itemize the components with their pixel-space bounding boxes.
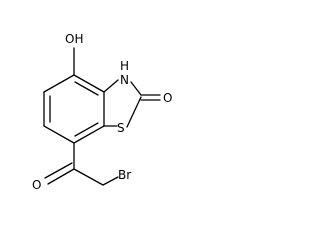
atom-label-ring-o: O <box>163 91 172 105</box>
bond-c4-c5 <box>43 74 75 93</box>
chemical-structure: OH H N O S O Br <box>32 32 172 192</box>
bromoacetyl-group <box>44 142 119 186</box>
bond-carbonyl-o <box>47 168 75 185</box>
bond-c2-s <box>126 96 142 128</box>
atom-label-s: S <box>117 121 125 135</box>
bond-ch2-br <box>102 176 119 186</box>
bond-carbonyl-o-double <box>44 162 73 179</box>
bond-c6-c7 <box>43 125 75 144</box>
bond-n-c2 <box>130 81 142 96</box>
bond-c3a-c4 <box>73 74 105 93</box>
atom-label-ketone-o: O <box>32 178 41 192</box>
bond-carbonyl-ch2 <box>73 168 104 186</box>
thiazolone-ring <box>103 79 161 128</box>
bond-c7-c7a <box>73 125 105 144</box>
bond-c3a-c4-inner <box>74 81 99 96</box>
atom-label-oh: OH <box>65 32 83 46</box>
bond-c3a-n <box>103 79 119 93</box>
benzene-ring <box>43 74 105 144</box>
atom-label-nh-h: H <box>120 59 129 73</box>
atom-label-n: N <box>120 73 129 87</box>
atom-label-br: Br <box>118 168 131 182</box>
bond-c7-c7a-inner <box>74 122 99 137</box>
